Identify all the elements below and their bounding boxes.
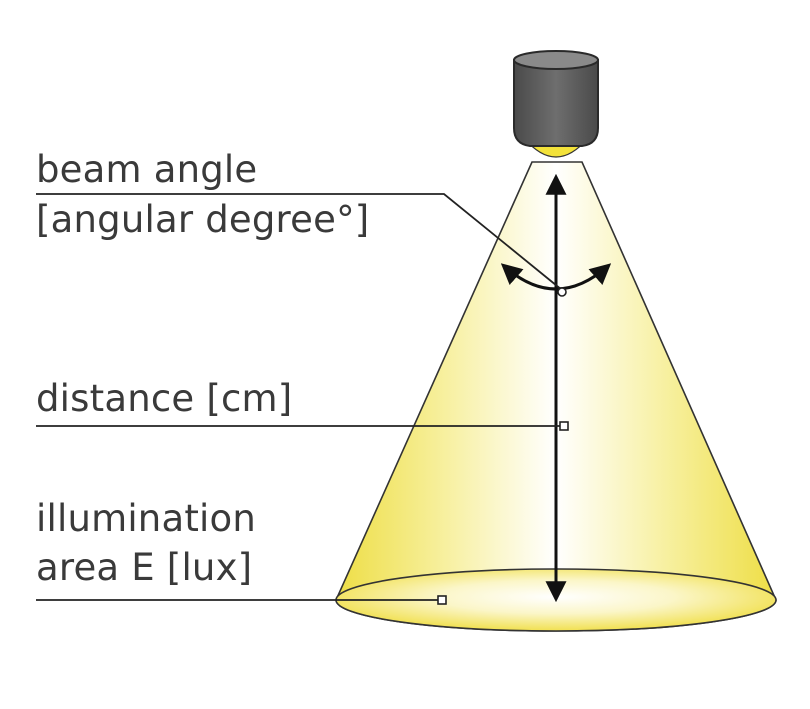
illumination-marker — [437, 595, 447, 605]
illumination-label: illumination — [36, 496, 256, 542]
illumination-unit-label: area E [lux] — [36, 545, 252, 591]
beam-angle-unit-label: [angular degree°] — [36, 197, 369, 243]
distance-label-text: distance [cm] — [36, 377, 293, 420]
distance-marker — [559, 421, 569, 431]
beam-angle-label: beam angle — [36, 147, 257, 193]
beam-angle-marker — [557, 287, 567, 297]
beam-angle-label-line1: beam angle — [36, 148, 258, 191]
beam-angle-label-line2: [angular degree°] — [36, 198, 370, 241]
lens-icon — [513, 50, 599, 158]
illumination-label-line1: illumination — [36, 497, 257, 540]
illumination-label-line2: area E [lux] — [36, 546, 253, 589]
distance-label: distance [cm] — [36, 376, 292, 422]
beam-angle-leader — [36, 193, 563, 291]
